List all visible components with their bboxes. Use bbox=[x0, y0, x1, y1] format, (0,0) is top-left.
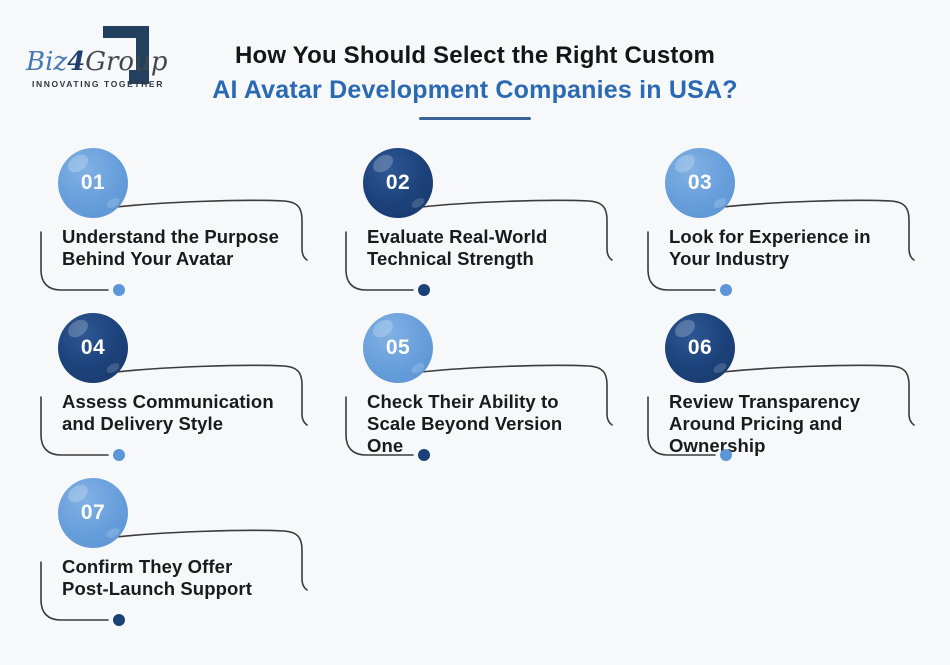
step-label: Review Transparency Around Pricing and O… bbox=[669, 391, 861, 456]
logo-group: Group bbox=[85, 47, 168, 77]
title-line-2: AI Avatar Development Companies in USA? bbox=[212, 76, 738, 104]
logo-four: 4 bbox=[67, 47, 86, 77]
step-number: 03 bbox=[687, 171, 713, 194]
end-dot bbox=[113, 284, 125, 296]
step-tile-03: 03 Look for Experience in Your Industry bbox=[645, 140, 935, 305]
step-number: 06 bbox=[687, 336, 713, 359]
connector-line bbox=[647, 364, 915, 456]
connector-line bbox=[40, 364, 308, 456]
step-number-badge: 03 bbox=[665, 148, 735, 218]
title-line-1: How You Should Select the Right Custom bbox=[234, 42, 716, 69]
step-number-badge: 01 bbox=[58, 148, 128, 218]
logo-mark-icon bbox=[136, 26, 149, 76]
step-number-badge: 02 bbox=[363, 148, 433, 218]
step-tile-05: 05 Check Their Ability to Scale Beyond V… bbox=[343, 305, 633, 470]
step-number-badge: 07 bbox=[58, 478, 128, 548]
step-number-badge: 04 bbox=[58, 313, 128, 383]
step-tile-01: 01 Understand the Purpose Behind Your Av… bbox=[38, 140, 328, 305]
connector-line bbox=[40, 529, 308, 621]
connector-line bbox=[345, 364, 613, 456]
logo-brand-text: Biz4Group bbox=[26, 48, 176, 76]
step-tile-02: 02 Evaluate Real-World Technical Strengt… bbox=[343, 140, 633, 305]
end-dot bbox=[418, 449, 430, 461]
step-label: Check Their Ability to Scale Beyond Vers… bbox=[367, 391, 563, 456]
connector-line bbox=[345, 199, 613, 291]
step-label: Look for Experience in Your Industry bbox=[669, 226, 871, 269]
step-number: 07 bbox=[80, 501, 106, 524]
step-number: 05 bbox=[385, 336, 411, 359]
end-dot bbox=[720, 284, 732, 296]
logo-tagline: INNOVATING TOGETHER bbox=[32, 79, 164, 89]
step-number: 04 bbox=[80, 336, 106, 359]
end-dot bbox=[113, 614, 125, 626]
biz4group-logo: Biz4Group INNOVATING TOGETHER bbox=[18, 12, 183, 92]
step-number: 02 bbox=[385, 171, 411, 194]
step-label: Confirm They Offer Post-Launch Support bbox=[62, 556, 252, 599]
title-underline bbox=[419, 117, 531, 120]
step-tile-04: 04 Assess Communication and Delivery Sty… bbox=[38, 305, 328, 470]
connector-line bbox=[40, 199, 308, 291]
end-dot bbox=[720, 449, 732, 461]
logo-mark-icon bbox=[129, 70, 149, 84]
step-number-badge: 06 bbox=[665, 313, 735, 383]
step-tile-06: 06 Review Transparency Around Pricing an… bbox=[645, 305, 935, 470]
end-dot bbox=[418, 284, 430, 296]
page-title: How You Should Select the Right Custom A… bbox=[0, 42, 950, 105]
step-tile-07: 07 Confirm They Offer Post-Launch Suppor… bbox=[38, 470, 328, 635]
step-number: 01 bbox=[80, 171, 106, 194]
connector-line bbox=[647, 199, 915, 291]
end-dot bbox=[113, 449, 125, 461]
step-label: Assess Communication and Delivery Style bbox=[62, 391, 274, 434]
logo-biz: Biz bbox=[26, 47, 68, 77]
step-label: Understand the Purpose Behind Your Avata… bbox=[62, 226, 280, 269]
step-label: Evaluate Real-World Technical Strength bbox=[367, 226, 548, 269]
step-number-badge: 05 bbox=[363, 313, 433, 383]
